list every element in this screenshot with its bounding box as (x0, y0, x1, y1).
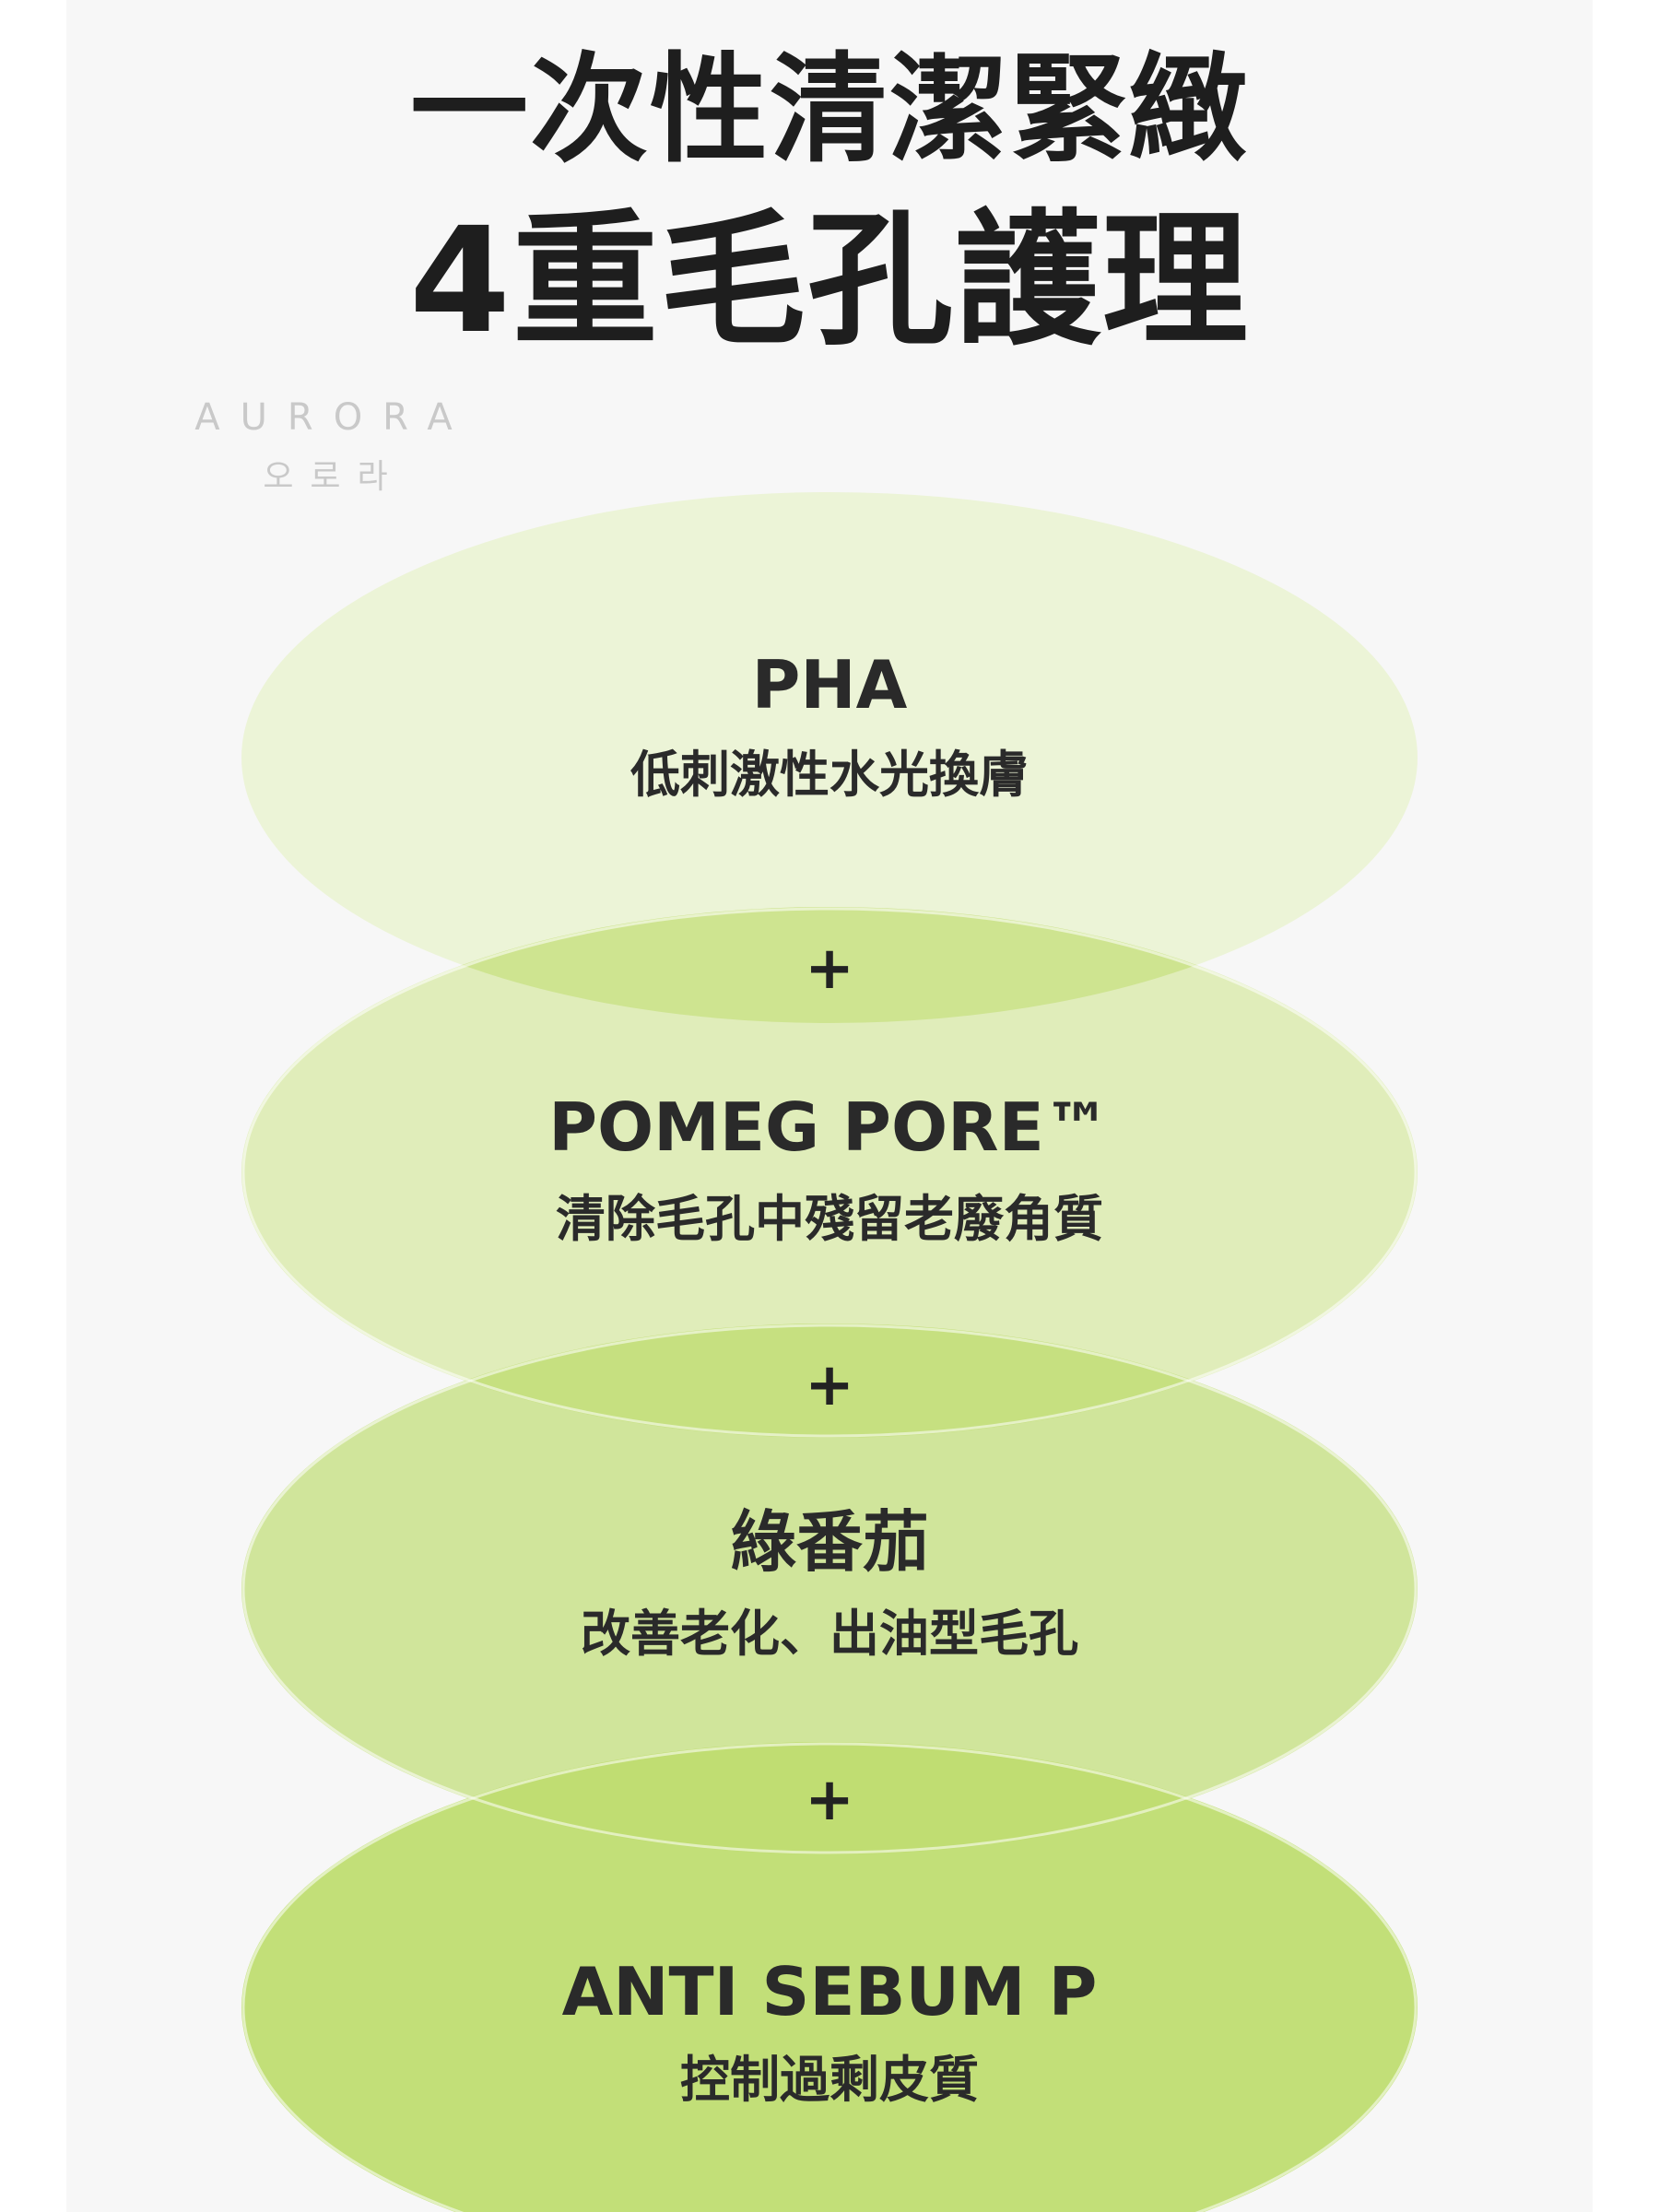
plus-icon: + (805, 1351, 854, 1419)
ellipse-highlight-4 (241, 1742, 1418, 2212)
ingredient-desc-anti-sebum: 控制過剩皮質 (680, 2051, 979, 2109)
ellipse-highlight-2 (241, 907, 1418, 1438)
ingredient-diagram (241, 492, 1418, 2212)
ingredient-name-anti-sebum: ANTI SEBUM P (561, 1953, 1098, 2030)
ingredient-desc-green-tomato: 改善老化、出油型毛孔 (581, 1605, 1078, 1663)
ellipse-pomeg-pore (241, 907, 1418, 1438)
watermark-korean: 오로라 (263, 458, 405, 496)
ingredient-desc-pomeg-pore: 清除毛孔中殘留老廢角質 (556, 1190, 1103, 1248)
plus-icon: + (805, 935, 854, 1003)
ingredient-name-green-tomato: 綠番茄 (729, 1503, 929, 1581)
watermark-aurora: AURORA (194, 396, 473, 439)
ellipse-pha (241, 492, 1418, 1023)
ellipse-anti-sebum (241, 1742, 1418, 2212)
ingredient-desc-pha: 低刺激性水光換膚 (630, 746, 1029, 804)
ingredient-name-pomeg-pore: POMEG PORE™ (548, 1088, 1111, 1166)
ingredient-name-pha: PHA (751, 646, 908, 724)
ellipse-highlight-3 (241, 1324, 1418, 1854)
content-panel: 一次性清潔緊緻 4重毛孔護理 AURORA 오로라 PHA 低刺激性水光換膚 +… (66, 0, 1593, 2212)
plus-icon: + (805, 1766, 854, 1834)
headline-line-1: 一次性清潔緊緻 (409, 41, 1249, 179)
ellipse-green-tomato (241, 1324, 1418, 1854)
headline-line-2: 4重毛孔護理 (409, 196, 1250, 366)
